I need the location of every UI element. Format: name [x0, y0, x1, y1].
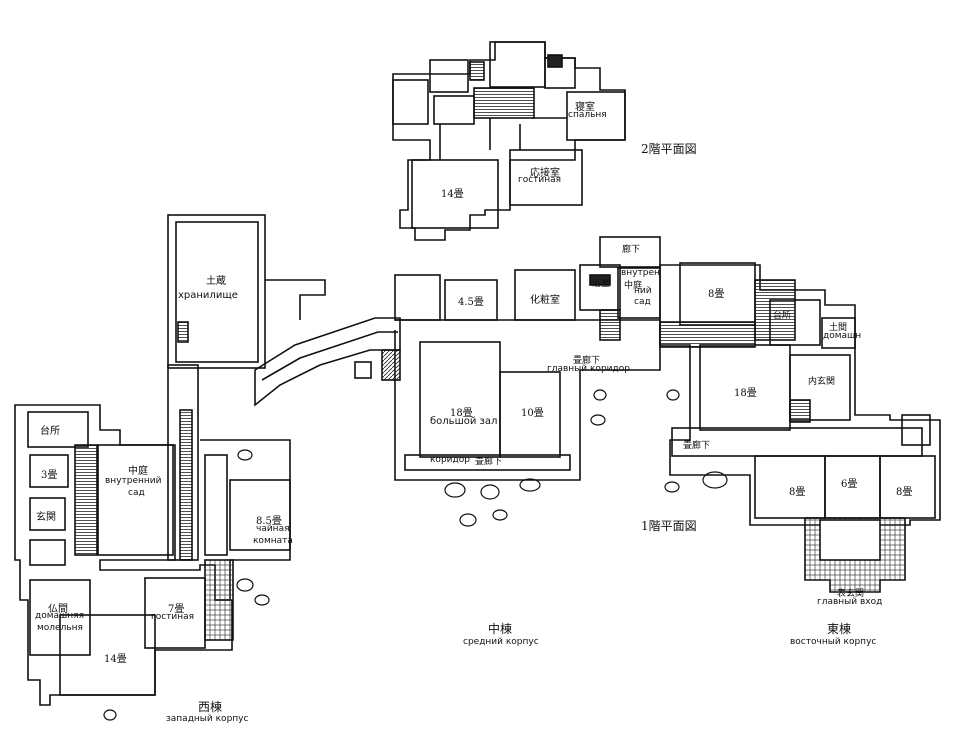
east-wing-title-ru: восточный корпус	[790, 637, 877, 647]
doma-label-ja: 土間	[829, 323, 848, 333]
tea-room-label-ru1: чайная	[256, 524, 290, 534]
bath-label: 浴室	[592, 279, 611, 289]
east-wing-title-ja: 東棟	[827, 622, 852, 636]
main-entry-label-ja: 表玄関	[837, 589, 865, 599]
kitchen-w-label: 台所	[40, 426, 60, 437]
inner-garden-label-ru2: ний	[634, 286, 652, 296]
guest-label-ru: гостиная	[151, 612, 195, 622]
storehouse-block	[167, 214, 266, 369]
mat45-label: 4.5畳	[458, 297, 484, 308]
living-label-ja: 応接室	[530, 168, 560, 179]
courtyard-w-label-ja: 中庭	[128, 466, 148, 477]
west-wing-plan	[14, 364, 291, 706]
main-corridor-label-ru: главный коридор	[547, 364, 630, 374]
inner-garden-label-ja: 中庭	[624, 281, 643, 291]
west-wing-title-ja: 西棟	[198, 700, 223, 714]
main-corridor-label-ja: 畳廊下	[573, 356, 601, 366]
tea-room-label-ru2: комната	[253, 536, 293, 546]
mat8-b-label: 8畳	[896, 487, 913, 498]
tea-room-label-ja: 8.5畳	[256, 516, 282, 527]
garden-stones	[103, 389, 728, 721]
courtyard-w-label-ru2: сад	[128, 488, 145, 498]
mat6-label: 6畳	[841, 479, 858, 490]
first-floor-title: 1階平面図	[641, 519, 697, 533]
living-label-ru: гостиная	[518, 175, 562, 185]
kitchen-e-label: 台所	[773, 311, 792, 321]
storehouse-label-ja: 土蔵	[206, 276, 226, 287]
mat8-a-label: 8畳	[789, 487, 806, 498]
second-floor-plan	[392, 41, 626, 241]
hall18-label-ru: большой зал	[430, 416, 498, 427]
inner-garden-label-ru3: сад	[634, 297, 651, 307]
connecting-corridor	[254, 279, 401, 407]
toilet-label: 化粧室	[530, 295, 560, 306]
doma-label-ru: домашн	[823, 331, 862, 341]
shrine-label-ru1: домашняя	[35, 611, 84, 621]
mat3-label: 3畳	[41, 470, 58, 481]
middle-wing-plan	[354, 236, 661, 481]
mat10-label: 10畳	[521, 408, 544, 419]
mat14-w-label: 14畳	[104, 654, 127, 665]
east-wing-plan	[659, 262, 941, 593]
west-wing-title-ru: западный корпус	[166, 714, 249, 724]
inner-garden-label-ru1: внутрен	[621, 268, 660, 278]
corridor-e-label: 畳廊下	[683, 441, 711, 451]
bedroom-label-ru: спальня	[568, 110, 607, 120]
shrine-label-ja: 仏間	[48, 604, 68, 615]
storehouse-label-ru: хранилище	[178, 290, 238, 301]
inner-entry-label: 内玄関	[808, 377, 836, 387]
main-entry-label-ru: главный вход	[817, 597, 883, 607]
corridor-mid-label-ru: коридор	[430, 455, 470, 465]
entry-w-label: 玄関	[36, 512, 56, 523]
corridor-mid-label-ja: 畳廊下	[475, 457, 503, 467]
second-floor-title: 2階平面図	[641, 142, 697, 156]
mat8-top-label: 8畳	[708, 289, 725, 300]
hall18-label-ja: 18畳	[450, 408, 473, 419]
guest-label-ja: 7畳	[168, 604, 185, 615]
bedroom-label-ja: 寝室	[575, 102, 595, 113]
middle-wing-title-ru: средний корпус	[463, 637, 539, 647]
shrine-label-ru2: молельня	[37, 623, 83, 633]
middle-wing-title-ja: 中棟	[488, 622, 513, 636]
corridor-top-label: 廊下	[622, 245, 641, 255]
mat18-e-label: 18畳	[734, 388, 757, 399]
mat14-2f-label: 14畳	[441, 189, 464, 200]
courtyard-w-label-ru1: внутренний	[105, 476, 162, 486]
